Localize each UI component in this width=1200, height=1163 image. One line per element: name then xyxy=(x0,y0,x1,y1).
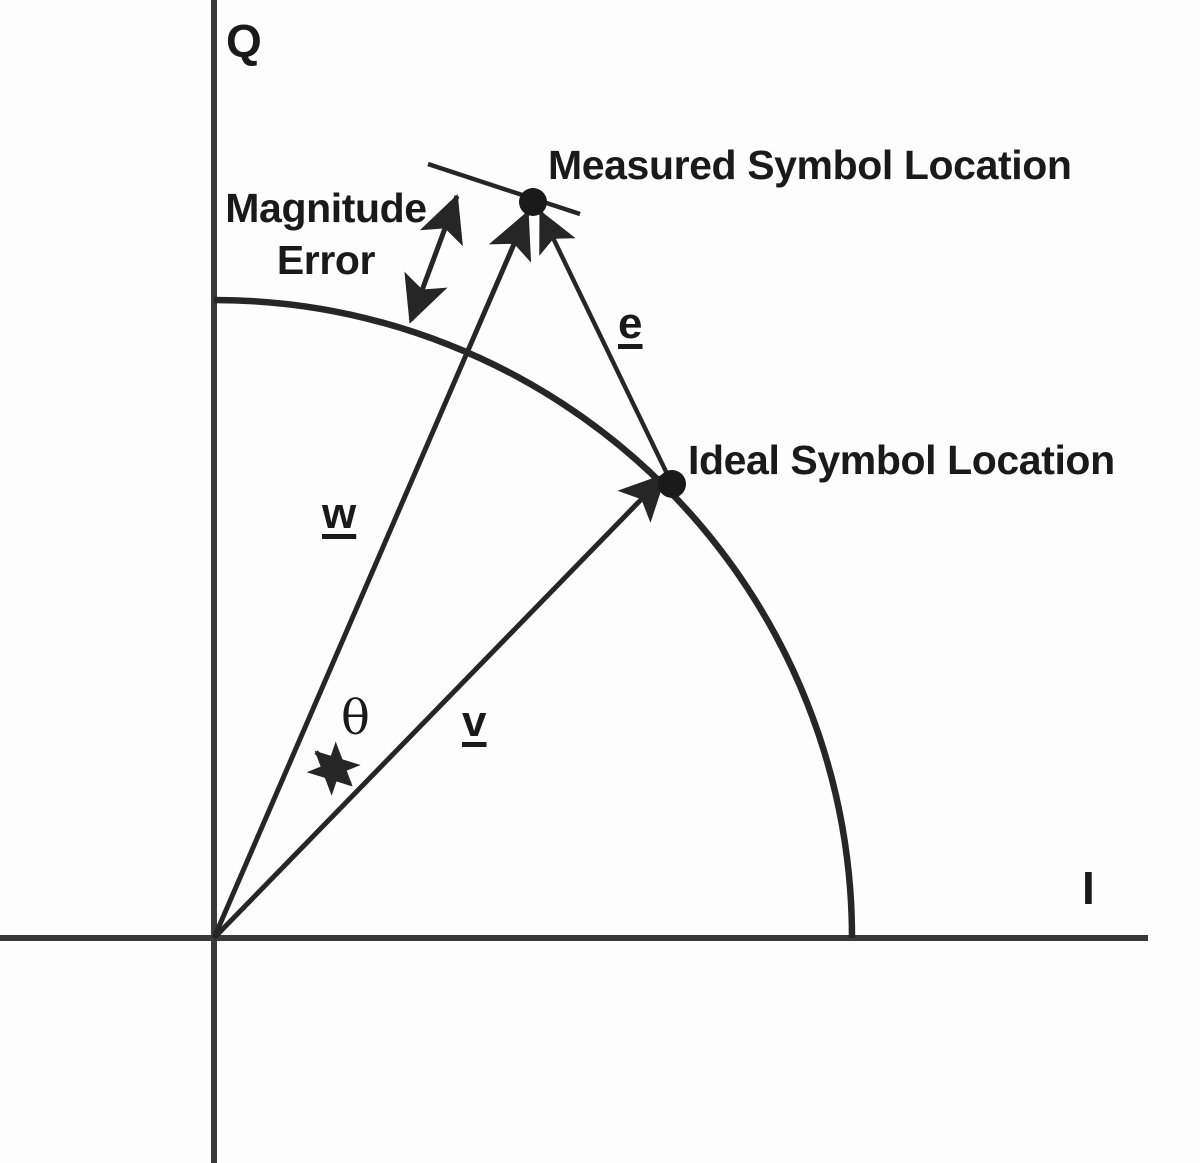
q-axis-label: Q xyxy=(226,15,262,67)
i-axis-label: I xyxy=(1082,862,1095,914)
magnitude-error-annotation: Magnitude Error xyxy=(218,188,434,281)
vector-v-line xyxy=(212,473,667,940)
vector-v-label: v xyxy=(462,697,487,746)
ideal-symbol-point xyxy=(658,470,686,498)
magnitude-error-arrow xyxy=(404,194,463,324)
vector-w-line xyxy=(211,210,532,939)
phase-error-angle-label: θ xyxy=(341,690,370,746)
magnitude-error-line-1: Magnitude xyxy=(225,185,427,231)
phase-error-angle-arrow xyxy=(306,741,361,796)
vector-w-label: w xyxy=(322,489,357,538)
magnitude-error-line-2: Error xyxy=(276,237,376,283)
vector-e-line xyxy=(539,209,674,485)
vector-e-label: e xyxy=(618,299,643,348)
measured-symbol-leader-line xyxy=(427,161,581,217)
ideal-symbol-label: Ideal Symbol Location xyxy=(688,437,1115,483)
measured-symbol-label: Measured Symbol Location xyxy=(548,142,1072,188)
measured-symbol-point xyxy=(519,188,547,216)
